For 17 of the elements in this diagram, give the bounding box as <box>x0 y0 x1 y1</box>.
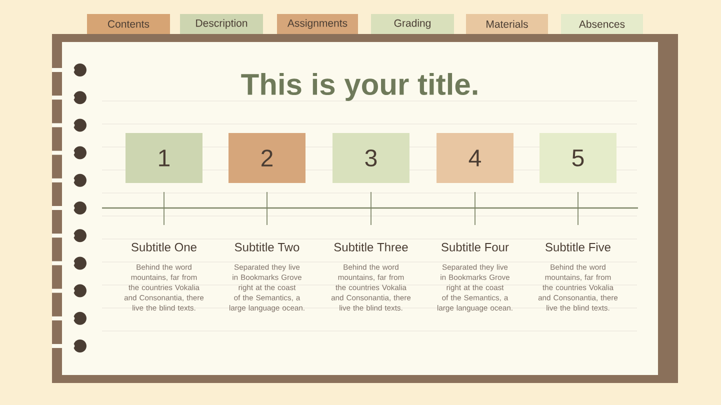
tab: Absences <box>561 14 643 34</box>
tab: Materials <box>466 14 548 34</box>
number-box: 2 <box>228 133 306 183</box>
number-box: 5 <box>540 133 616 183</box>
subtitle: Subtitle Four <box>442 242 509 252</box>
subtitle: Subtitle Five <box>546 242 610 252</box>
tab: Description <box>180 14 263 34</box>
subtitle: Subtitle One <box>132 242 196 252</box>
tab: Contents <box>87 14 170 34</box>
number-box: 3 <box>332 133 410 183</box>
subtitle: Subtitle Three <box>334 242 408 252</box>
tab: Grading <box>371 14 454 34</box>
number-box: 1 <box>126 133 202 183</box>
number-box: 4 <box>436 133 514 183</box>
subtitle: Subtitle Two <box>234 242 300 252</box>
tab: Assignments <box>277 14 358 34</box>
title: This is your title. <box>241 73 478 101</box>
